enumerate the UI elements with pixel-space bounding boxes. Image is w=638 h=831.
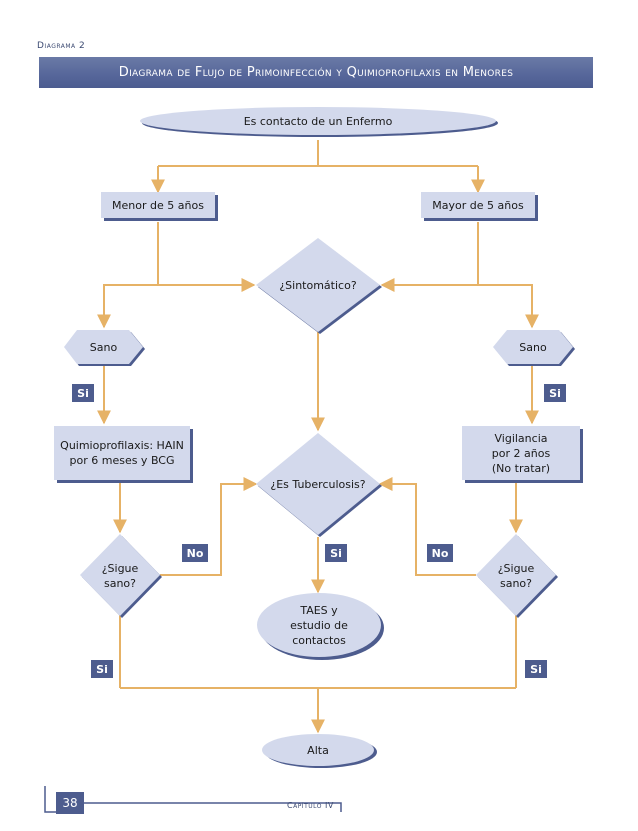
connector-under5-to-healthy <box>97 284 158 329</box>
shape-chemo-rect <box>54 426 193 483</box>
shape-start-ellipse <box>140 107 498 137</box>
tag-yes-left-top: Si <box>72 384 94 402</box>
shape-discharge-ellipse <box>262 734 377 768</box>
diagram-title-banner: Diagrama de Flujo de Primoinfección y Qu… <box>39 57 593 88</box>
shape-tb-diamond <box>256 433 382 537</box>
shape-healthy-left-hexagon <box>64 330 145 366</box>
connectors <box>97 140 539 734</box>
connector-right-no-to-tb <box>378 477 476 576</box>
shape-surveillance-rect <box>462 426 583 483</box>
tag-no-left: No <box>182 544 208 562</box>
connector-left-no-to-tb <box>160 477 258 576</box>
shape-still-healthy-left-diamond <box>80 534 162 618</box>
diagram-kicker: Diagrama 2 <box>37 41 86 51</box>
shape-under5-rect <box>101 192 218 221</box>
tag-no-right: No <box>427 544 453 562</box>
connector-start-split <box>158 140 478 167</box>
tag-yes-right-bottom: Si <box>525 660 547 678</box>
tag-yes-center: Si <box>325 544 347 562</box>
tag-yes-right-top: Si <box>544 384 566 402</box>
shape-over5-rect <box>421 192 538 221</box>
chapter-label: Capítulo IV <box>287 801 334 810</box>
shape-healthy-right-hexagon <box>493 330 575 366</box>
tag-yes-left-bottom: Si <box>91 660 113 678</box>
page-number: 38 <box>56 792 84 814</box>
shape-taes-ellipse <box>257 593 384 660</box>
shape-still-healthy-right-diamond <box>476 534 558 618</box>
connector-over5-to-healthy <box>478 284 539 329</box>
shape-symptomatic-diamond <box>256 238 382 334</box>
